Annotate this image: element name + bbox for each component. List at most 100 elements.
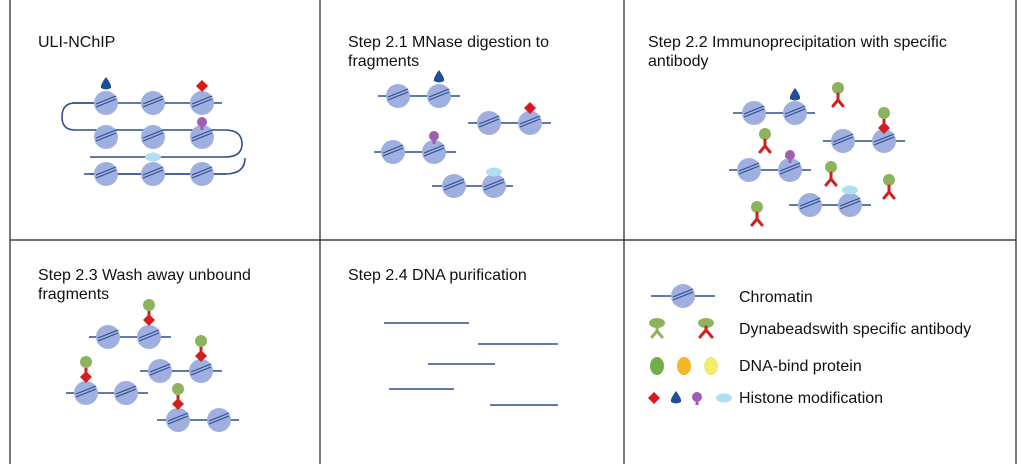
nucleosome-wrap [115, 388, 137, 398]
nucleosome-wrap [784, 108, 806, 118]
nucleosome-wrap [142, 166, 164, 176]
nucleosome-wrap [167, 412, 189, 422]
nucleosome-wrap [387, 91, 409, 101]
chromatin-fragment [651, 284, 715, 308]
nucleosome-wrap [75, 385, 97, 395]
nucleosome-wrap [832, 136, 854, 146]
purple-mark-stem [432, 139, 436, 144]
dynabead [832, 82, 844, 94]
nucleosome-wrap [799, 197, 821, 207]
antibody-bound-mark [172, 398, 184, 410]
nucleosome [141, 125, 165, 149]
dynabead [172, 383, 184, 395]
nucleosome-wrap [873, 136, 895, 146]
dynabead-antibody [758, 128, 772, 154]
nucleosome-wrap [97, 332, 119, 342]
nucleosome-wrap [519, 115, 541, 125]
antibody [824, 171, 838, 187]
purple-mark-stem [788, 158, 792, 163]
bound-antibody-complex [143, 299, 155, 326]
nucleosome-wrap [799, 200, 821, 210]
nucleosome-wrap [738, 162, 760, 172]
dynabead-antibody [882, 174, 896, 200]
nucleosome-wrap [478, 115, 500, 125]
nucleosome-wrap [95, 95, 117, 105]
nucleosome-wrap [423, 144, 445, 154]
dynabead-antibody [824, 161, 838, 187]
nucleosome-wrap [167, 415, 189, 425]
legend-protein-orange [677, 357, 691, 375]
chromatin-fragment [157, 408, 239, 432]
blue-histone-mark [789, 88, 801, 101]
nucleosome-wrap [95, 98, 117, 108]
nucleosome-wrap [779, 165, 801, 175]
blue-histone-mark [100, 77, 112, 90]
antibody-bound-mark [143, 314, 155, 326]
nucleosome-wrap [478, 118, 500, 128]
nucleosome-wrap [839, 200, 861, 210]
red-histone-mark [196, 80, 208, 92]
nucleosome-wrap [191, 169, 213, 179]
nucleosome-wrap [191, 132, 213, 142]
nucleosome-wrap [142, 132, 164, 142]
chromatin-fragment [432, 174, 513, 198]
bound-antibody-complex [878, 107, 890, 134]
nucleosome-wrap [443, 178, 465, 188]
cyan-histone-mark [486, 167, 502, 177]
antibody-bound-mark [80, 371, 92, 383]
nucleosome-wrap [779, 162, 801, 172]
legend-label-chromatin: Chromatin [739, 289, 813, 306]
purple-mark-head [429, 131, 439, 141]
nucleosome-wrap [784, 105, 806, 115]
dynabead [143, 299, 155, 311]
cyan-histone-mark [842, 185, 858, 195]
legend-label-histone-modification: Histone modification [739, 390, 884, 407]
nucleosome [141, 91, 165, 115]
antibody-bound-mark [195, 350, 207, 362]
dynabead [195, 335, 207, 347]
dynabead-antibody [831, 82, 845, 108]
legend-label-dynabeads: Dynabeadswith specific antibody [739, 321, 972, 338]
chromatin-fragment [140, 359, 222, 383]
bound-antibody-complex [172, 383, 184, 410]
antibody [650, 325, 664, 339]
antibody [758, 138, 772, 154]
panel-title-dna-purification: Step 2.4 DNA purification [348, 267, 527, 284]
legend-label-dna-bind-protein: DNA-bind protein [739, 358, 862, 375]
nucleosome-wrap [672, 288, 694, 298]
nucleosome-wrap [387, 88, 409, 98]
nucleosome-wrap [190, 363, 212, 373]
nucleosome-wrap [142, 98, 164, 108]
antibody-bound-mark [878, 122, 890, 134]
nucleosome-wrap [208, 412, 230, 422]
nucleosome-wrap [738, 165, 760, 175]
dynabead [878, 107, 890, 119]
antibody [882, 184, 896, 200]
nucleosome [190, 125, 214, 149]
panel-title-mnase: Step 2.1 MNase digestion to fragments [348, 34, 550, 70]
cyan-histone-mark [145, 152, 161, 162]
red-histone-mark [648, 392, 660, 404]
nucleosome-wrap [743, 105, 765, 115]
chromatin-fragment [789, 193, 871, 217]
nucleosome-wrap [95, 166, 117, 176]
nucleosome-wrap [483, 181, 505, 191]
dynabead [825, 161, 837, 173]
nucleosome-wrap [873, 133, 895, 143]
nucleosome-wrap [839, 197, 861, 207]
purple-mark-head [785, 150, 795, 160]
nucleosome-wrap [483, 178, 505, 188]
nucleosome-wrap [95, 132, 117, 142]
nucleosome-wrap [75, 388, 97, 398]
blue-histone-mark [433, 70, 445, 83]
purple-mark-head [692, 392, 702, 402]
nucleosome-wrap [443, 181, 465, 191]
nucleosome-wrap [142, 169, 164, 179]
bound-antibody-complex [80, 356, 92, 383]
panel-title-immunoprecipitation: Step 2.2 Immunoprecipitation with specif… [648, 34, 947, 70]
nucleosome [94, 125, 118, 149]
nucleosome [94, 91, 118, 115]
nucleosome-wrap [208, 415, 230, 425]
dynabead [883, 174, 895, 186]
chromatin-fragment [374, 140, 456, 164]
